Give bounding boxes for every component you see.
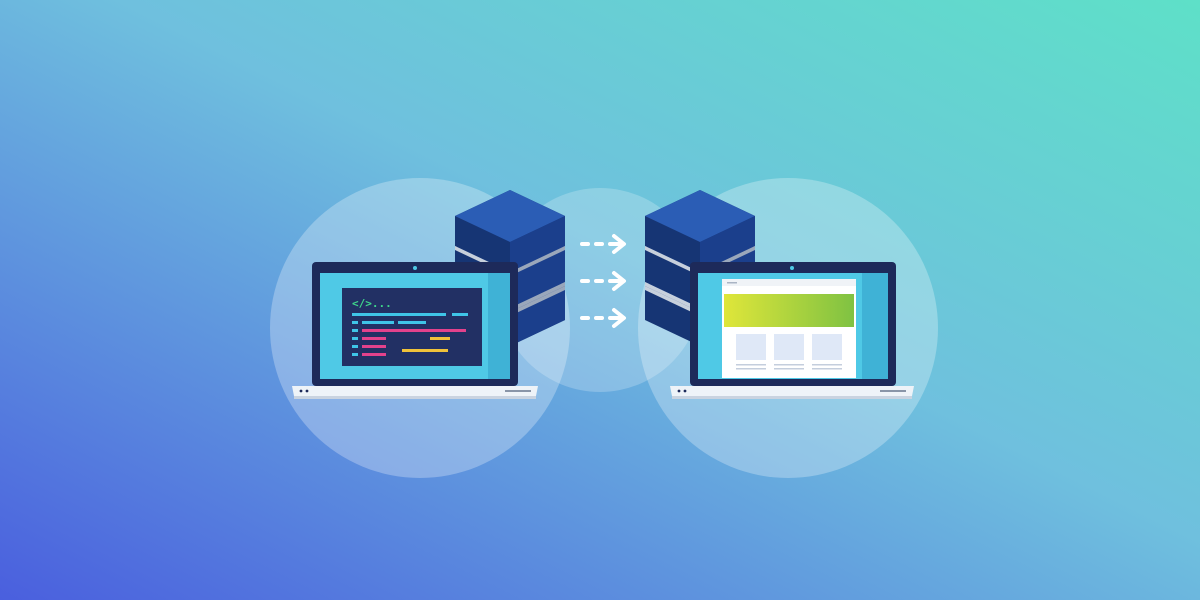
code-line (352, 329, 358, 332)
code-line (398, 321, 426, 324)
left-laptop-screen-shade (488, 273, 510, 379)
code-line (352, 353, 358, 356)
webpage-text-line (736, 364, 766, 366)
webpage-text-line (812, 364, 842, 366)
laptop-webpage-icon (670, 262, 914, 399)
right-laptop-camera (790, 266, 794, 270)
webpage-nav (727, 282, 737, 284)
webpage-card (736, 334, 766, 360)
webpage-card (812, 334, 842, 360)
right-laptop-base-edge (672, 396, 912, 399)
webpage-topbar (722, 279, 856, 286)
webpage-banner (724, 294, 854, 327)
right-laptop-base (670, 386, 914, 399)
code-line (402, 349, 448, 352)
left-laptop-vent (505, 390, 531, 392)
left-laptop-base (292, 386, 538, 399)
code-tag: </>... (352, 297, 392, 310)
webpage-text-line (812, 368, 842, 370)
webpage-card (774, 334, 804, 360)
left-laptop-base-edge (294, 396, 536, 399)
right-laptop-vent (880, 390, 906, 392)
code-line (352, 337, 358, 340)
code-line (452, 313, 468, 316)
code-line (362, 321, 394, 324)
arrow-right-icon (580, 308, 626, 328)
code-line (362, 337, 386, 340)
arrow-right-icon (580, 234, 626, 254)
code-line (362, 329, 466, 332)
right-laptop-led (683, 389, 687, 393)
webpage-text-line (774, 368, 804, 370)
code-line (362, 345, 386, 348)
webpage (722, 279, 856, 378)
webpage-text-line (774, 364, 804, 366)
code-line (352, 313, 446, 316)
code-line (352, 321, 358, 324)
arrow-right-icon (580, 271, 626, 291)
left-laptop-led (299, 389, 303, 393)
laptop-code-icon: </>... (292, 262, 538, 399)
right-laptop-screen-shade (862, 273, 888, 379)
code-line (430, 337, 450, 340)
code-line (352, 345, 358, 348)
webpage-text-line (736, 368, 766, 370)
code-line (362, 353, 386, 356)
transfer-arrows (580, 234, 626, 328)
right-laptop-led (677, 389, 681, 393)
left-laptop-camera (413, 266, 417, 270)
left-laptop-led (305, 389, 309, 393)
